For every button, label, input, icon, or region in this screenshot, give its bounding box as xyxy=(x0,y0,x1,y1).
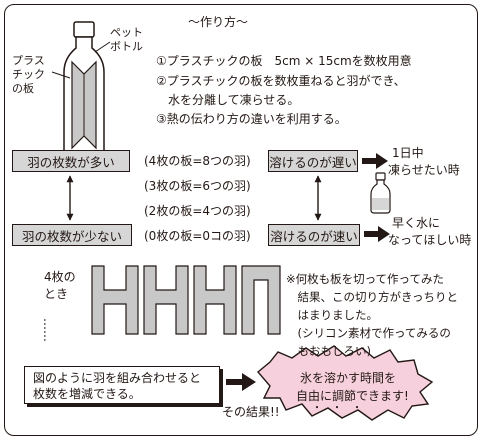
plate-1 xyxy=(91,265,139,335)
pet-bottle-label-2: ボトル xyxy=(110,40,143,53)
plate-3 xyxy=(193,265,237,335)
side-note-2: 結果、この切り方がきっちりと xyxy=(286,290,459,304)
step-2: ②プラスチックの板を数枚重ねると羽ができ、 xyxy=(156,74,406,88)
slow-result-1: 1日中 xyxy=(392,146,424,160)
result-label: その結果!! xyxy=(222,405,280,419)
burst-text-1: 氷を溶かす時間を xyxy=(300,371,397,385)
four-plates-label-2: とき xyxy=(44,287,69,301)
plastic-label-1: プラス xyxy=(12,54,45,67)
plastic-label-3: の板 xyxy=(12,82,34,95)
ellipsis-dots: …… xyxy=(41,318,55,342)
fast-result-arrow xyxy=(364,226,390,242)
bottom-result-arrow xyxy=(226,373,256,391)
pet-bottle-label-1: ペット xyxy=(110,26,143,39)
side-note-4: (シリコン素材で作ってみるの xyxy=(286,326,451,340)
plate-2 xyxy=(143,265,189,335)
page-title: 〜作り方〜 xyxy=(188,15,249,29)
bottom-note-box: 図のように羽を組み合わせると 枚数を増減できる。 xyxy=(24,366,220,404)
bottom-note-line-1: 図のように羽を組み合わせると xyxy=(33,371,202,385)
count-3-plates: (3枚の板=6つの羽) xyxy=(144,179,251,193)
count-0-plates: (0枚の板=0コの羽) xyxy=(144,229,251,243)
slow-melt-box: 溶けるのが遅い xyxy=(268,150,358,172)
result-arrows xyxy=(226,153,390,391)
plates-figure xyxy=(91,265,281,335)
step-2-cont: 水を分離して凍らせる。 xyxy=(156,93,300,107)
count-4-plates: (4枚の板=8つの羽) xyxy=(144,154,251,168)
burst-text-2: 自由に調節できます! xyxy=(296,389,409,403)
few-blades-box: 羽の枚数が少ない xyxy=(12,224,132,246)
outer-frame xyxy=(4,4,478,436)
small-bottle-icon xyxy=(370,172,391,214)
count-2-plates: (2枚の板=4つの羽) xyxy=(144,204,251,218)
bottom-note-line-2: 枚数を増減できる。 xyxy=(33,386,141,401)
many-blades-box: 羽の枚数が多い xyxy=(12,150,130,172)
fast-result-1: 早く水に xyxy=(392,216,441,230)
side-note-3: はまりました。 xyxy=(286,308,378,322)
slow-result-arrow xyxy=(362,153,388,169)
step-3: ③熱の伝わり方の違いを利用する。 xyxy=(156,112,347,126)
fast-melt-box: 溶けるのが速い xyxy=(268,224,360,246)
plate-4 xyxy=(241,265,281,335)
slow-result-2: 凍らせたい時 xyxy=(388,163,460,177)
side-note-5: もおもしろい) xyxy=(286,344,371,358)
side-note-1: ※何枚も板を切って作ってみた xyxy=(286,272,444,286)
plastic-label-2: チック xyxy=(12,68,45,81)
burst-bubble xyxy=(257,345,434,421)
four-plates-label-1: 4枚の xyxy=(44,270,76,284)
step-1: ①プラスチックの板 5cm × 15cmを数枚用意 xyxy=(156,54,412,68)
fast-result-2: なってほしい時 xyxy=(388,233,472,247)
burst-emphasis-dots: ・ ・ ・ xyxy=(312,403,362,414)
